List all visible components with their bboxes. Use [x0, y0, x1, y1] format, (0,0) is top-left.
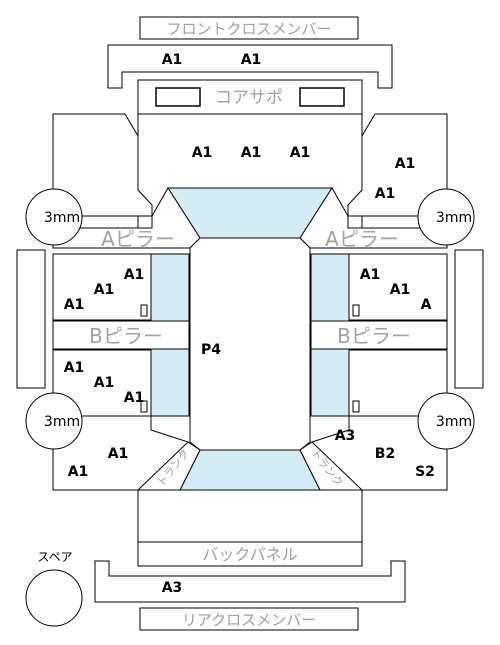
tire-front-left-value: 3mm: [44, 210, 80, 226]
front-cross-label-box: [139, 16, 359, 40]
grade-rear-door-left-2: A1: [94, 375, 115, 391]
right-side-sill: [454, 249, 484, 389]
grade-hood-2: A1: [241, 145, 262, 161]
door-handle-front-right: [352, 304, 360, 317]
grade-front-cross-right: A1: [241, 52, 262, 68]
back-panel: [137, 541, 363, 567]
grade-fender-right-2: A1: [375, 186, 396, 202]
grade-quarter-right-3: S2: [415, 464, 435, 480]
tire-rear-right: 3mm: [417, 392, 475, 450]
grade-rear-door-left-1: A1: [64, 360, 85, 376]
grade-hood-3: A1: [290, 145, 311, 161]
spare-tire-circle: [25, 569, 83, 627]
left-side-sill: [16, 249, 46, 389]
grade-rear-cross: A3: [162, 580, 183, 596]
b-pillar-right-label: Bピラー: [337, 324, 411, 348]
front-door-right: [348, 253, 448, 321]
grade-front-door-left-1: A1: [124, 267, 145, 283]
rear-cross-member-frame: [94, 560, 406, 603]
a-pillar-left-label: Aピラー: [101, 227, 175, 251]
grade-front-door-left-3: A1: [64, 297, 85, 313]
rear-cross-label-box: [139, 607, 359, 631]
front-right-fender: [347, 113, 448, 217]
grade-quarter-left-2: A1: [68, 464, 89, 480]
door-handle-rear-left: [140, 400, 148, 413]
rear-glass: [179, 449, 321, 491]
grade-front-door-right-2: A1: [390, 282, 411, 298]
b-pillar-left-label: Bピラー: [89, 324, 163, 348]
b-pillar-left: [52, 320, 190, 350]
front-door-left: [52, 253, 152, 321]
tire-rear-left-value: 3mm: [44, 414, 80, 430]
grade-front-door-left-2: A1: [94, 282, 115, 298]
core-support-left-hole: [155, 87, 201, 107]
spare-label: スペア: [37, 550, 72, 564]
grade-hood-1: A1: [192, 145, 213, 161]
core-support-label: コアサポ: [215, 88, 283, 108]
front-cross-member-frame: [107, 44, 393, 89]
a-pillar-right: [299, 187, 448, 249]
door-handle-rear-right: [352, 400, 360, 413]
tire-rear-right-value: 3mm: [436, 414, 472, 430]
grade-rear-door-left-3: A1: [124, 390, 145, 406]
tire-front-right-value: 3mm: [436, 210, 472, 226]
grade-front-cross-left: A1: [162, 52, 183, 68]
tire-front-right: 3mm: [417, 188, 475, 246]
grade-quarter-left-1: A1: [108, 446, 129, 462]
grade-front-door-right-1: A1: [360, 267, 381, 283]
grade-quarter-right-1: A3: [335, 428, 356, 444]
core-support: コアサポ: [137, 79, 363, 115]
trunk-lid: [137, 489, 363, 543]
front-cross-member: フロントクロスメンバー: [107, 16, 393, 89]
back-panel-label: バックパネル: [202, 545, 297, 564]
spare-tire: スペア: [25, 550, 83, 627]
grade-fender-right-1: A1: [395, 156, 416, 172]
door-handle-front-left: [140, 304, 148, 317]
rear-cross-member-label: リアクロスメンバー: [182, 611, 316, 629]
front-cross-member-label: フロントクロスメンバー: [166, 20, 331, 38]
tire-rear-left: 3mm: [25, 392, 83, 450]
a-pillar-left: [52, 187, 201, 249]
a-pillar-right-label: Aピラー: [325, 227, 399, 251]
tire-front-left: 3mm: [25, 188, 83, 246]
core-support-right-hole: [299, 87, 345, 107]
grade-front-door-right-3: A: [421, 297, 432, 313]
grade-roof: P4: [201, 342, 221, 358]
b-pillar-right: [310, 320, 448, 350]
grade-quarter-right-2: B2: [375, 446, 395, 462]
